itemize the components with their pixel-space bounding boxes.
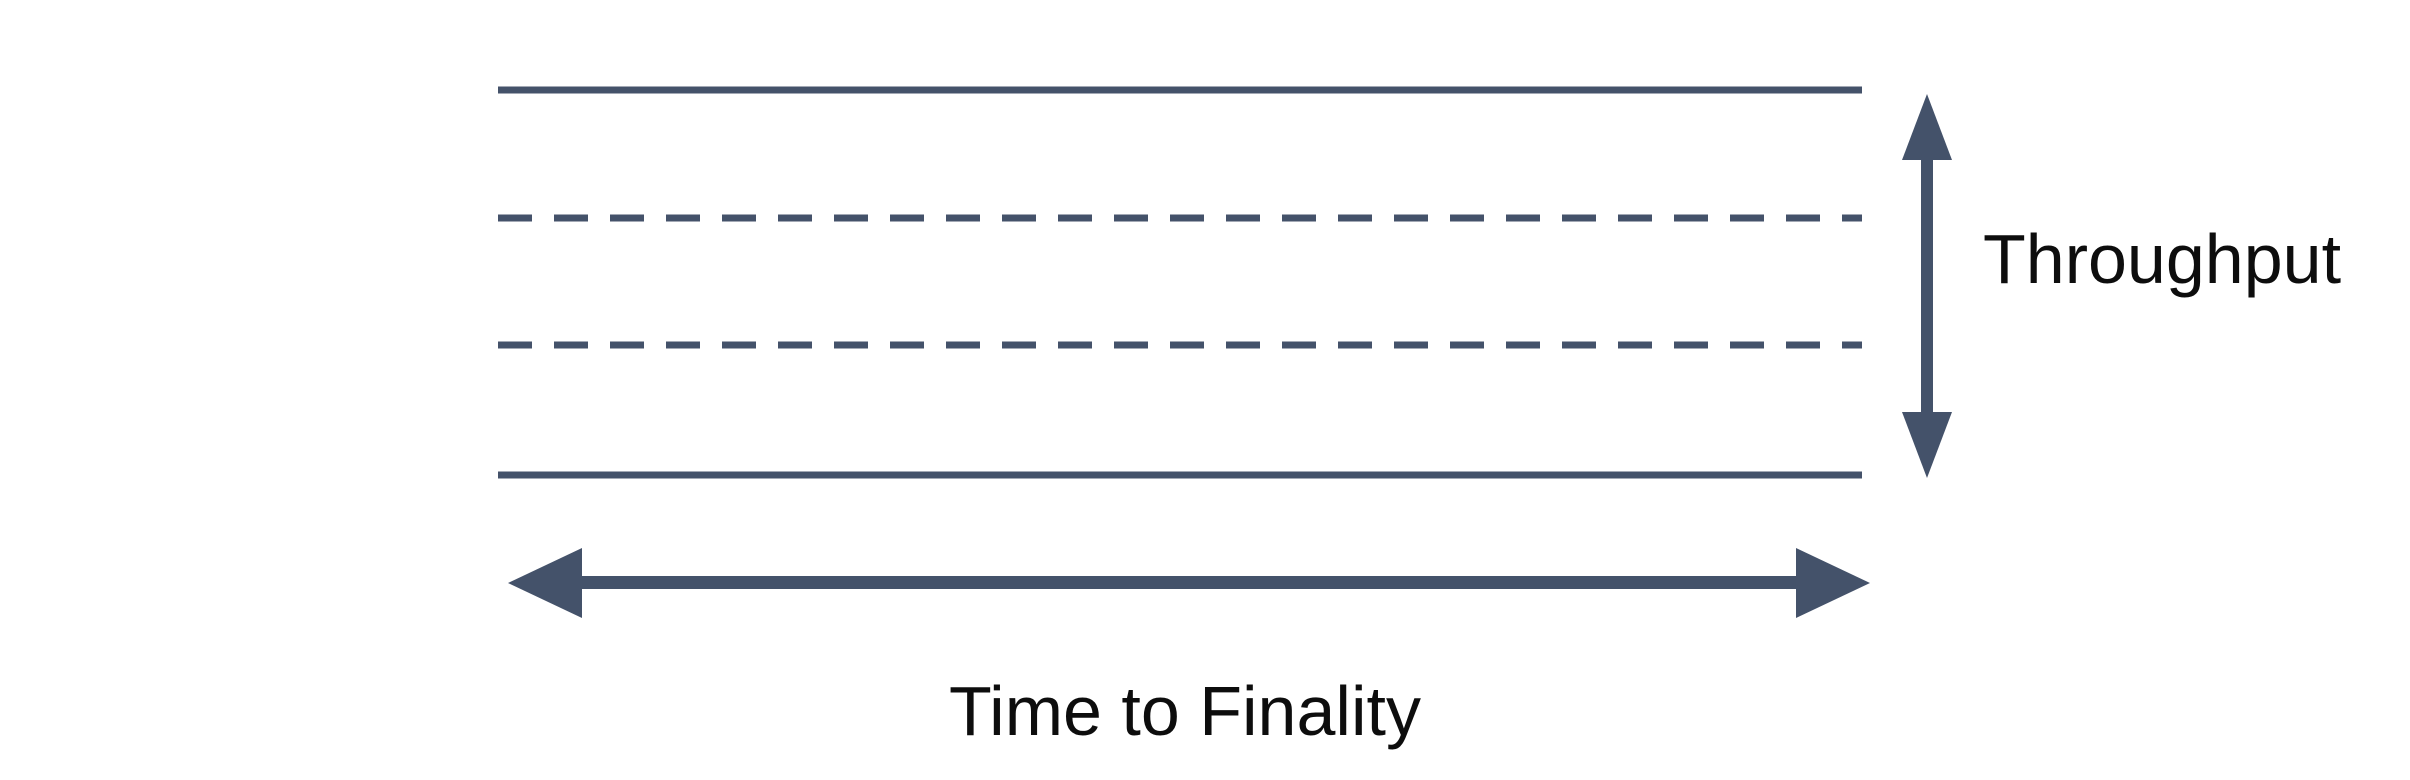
throughput-label: Throughput — [1983, 220, 2341, 298]
throughput-arrow-shaft — [1921, 150, 1933, 422]
throughput-arrow-head-down — [1902, 412, 1952, 478]
time-to-finality-arrow-shaft — [578, 576, 1796, 589]
time-to-finality-label: Time to Finality — [949, 672, 1421, 750]
time-to-finality-arrow-head-left — [508, 548, 582, 618]
throughput-arrow — [1902, 94, 1952, 478]
throughput-arrow-head-up — [1902, 94, 1952, 160]
time-to-finality-arrow — [508, 548, 1870, 618]
time-to-finality-arrow-head-right — [1796, 548, 1870, 618]
lane-lines-group — [498, 86, 1862, 479]
